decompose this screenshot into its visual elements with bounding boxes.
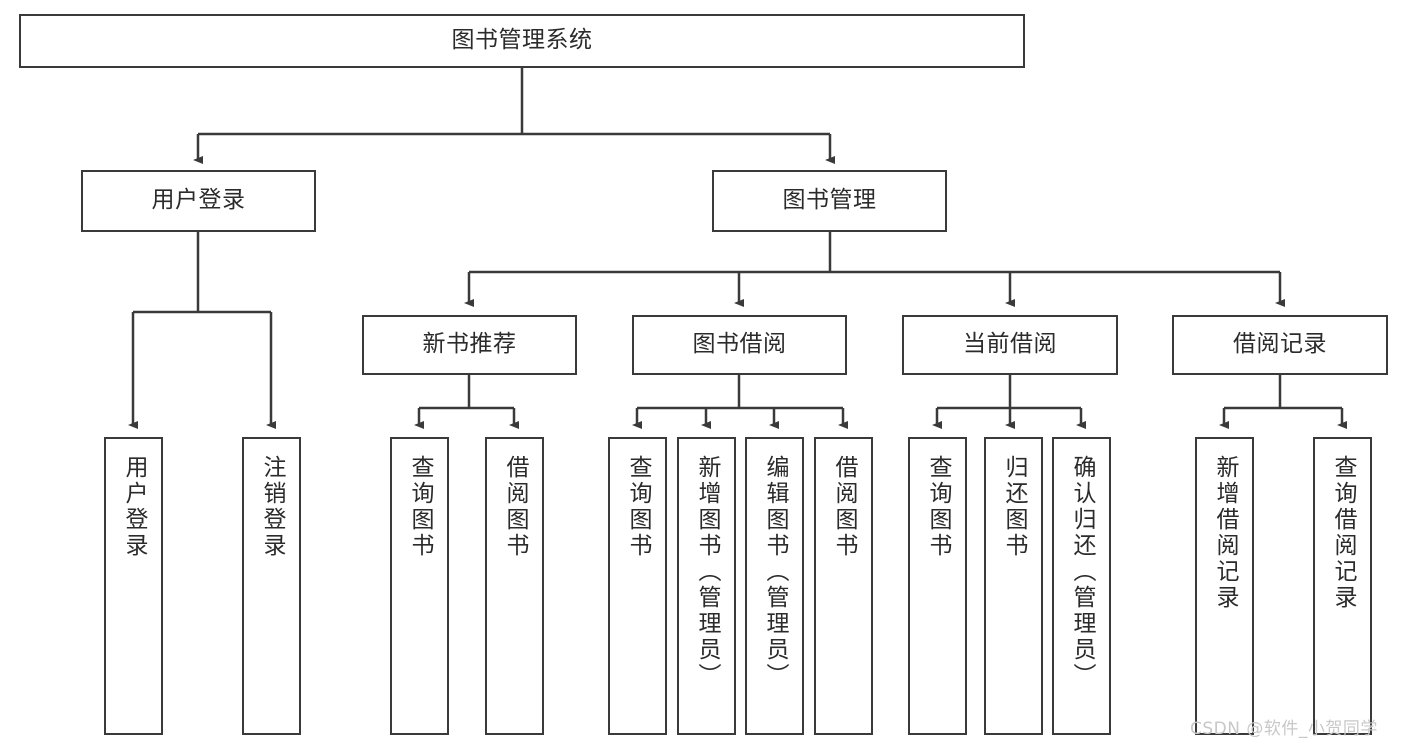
node-label: 查询图书 bbox=[407, 455, 433, 559]
node-book-management[interactable]: 图书管理 bbox=[712, 170, 947, 232]
node-label: 当前借阅 bbox=[963, 331, 1057, 358]
node-label: 借阅记录 bbox=[1233, 331, 1327, 358]
node-new-book-recommend[interactable]: 新书推荐 bbox=[362, 315, 577, 375]
node-label: 查询图书 bbox=[925, 455, 951, 559]
leaf-book-borrow-query[interactable]: 查询图书 bbox=[608, 437, 667, 735]
leaf-current-borrow-confirm-return-admin[interactable]: 确认归还（管理员） bbox=[1052, 437, 1111, 735]
node-label: 图书管理系统 bbox=[451, 27, 593, 54]
node-label: 用户登录 bbox=[151, 187, 246, 214]
node-label: 新增借阅记录 bbox=[1212, 455, 1238, 611]
node-label: 归还图书 bbox=[1001, 455, 1027, 559]
node-label: 确认归还（管理员） bbox=[1069, 455, 1095, 689]
node-label: 借阅图书 bbox=[502, 455, 528, 559]
leaf-new-book-borrow[interactable]: 借阅图书 bbox=[485, 437, 544, 735]
node-user-login[interactable]: 用户登录 bbox=[81, 170, 316, 232]
leaf-user-login-logout[interactable]: 注销登录 bbox=[242, 437, 301, 735]
leaf-book-borrow-borrow[interactable]: 借阅图书 bbox=[814, 437, 873, 735]
node-label: 新书推荐 bbox=[422, 331, 517, 358]
watermark: CSDN @软件_小贺同学 bbox=[1190, 719, 1378, 739]
leaf-user-login-login[interactable]: 用户登录 bbox=[104, 437, 163, 735]
leaf-borrow-record-query[interactable]: 查询借阅记录 bbox=[1313, 437, 1372, 735]
node-current-borrow[interactable]: 当前借阅 bbox=[902, 315, 1118, 375]
leaf-new-book-query[interactable]: 查询图书 bbox=[390, 437, 449, 735]
leaf-borrow-record-add[interactable]: 新增借阅记录 bbox=[1195, 437, 1254, 735]
leaf-current-borrow-return[interactable]: 归还图书 bbox=[984, 437, 1043, 735]
node-root-book-management-system[interactable]: 图书管理系统 bbox=[19, 14, 1025, 68]
node-label: 查询借阅记录 bbox=[1330, 455, 1356, 611]
node-label: 图书借阅 bbox=[692, 331, 787, 358]
leaf-book-borrow-edit-admin[interactable]: 编辑图书（管理员） bbox=[745, 437, 804, 735]
node-book-borrow[interactable]: 图书借阅 bbox=[632, 315, 847, 375]
node-label: 图书管理 bbox=[782, 187, 877, 214]
node-borrow-record[interactable]: 借阅记录 bbox=[1172, 315, 1388, 375]
node-label: 新增图书（管理员） bbox=[694, 455, 720, 689]
node-label: 注销登录 bbox=[259, 455, 285, 559]
node-label: 查询图书 bbox=[625, 455, 651, 559]
node-label: 用户登录 bbox=[121, 455, 147, 559]
leaf-current-borrow-query[interactable]: 查询图书 bbox=[908, 437, 967, 735]
node-label: 借阅图书 bbox=[831, 455, 857, 559]
leaf-book-borrow-add-admin[interactable]: 新增图书（管理员） bbox=[677, 437, 736, 735]
node-label: 编辑图书（管理员） bbox=[762, 455, 788, 689]
